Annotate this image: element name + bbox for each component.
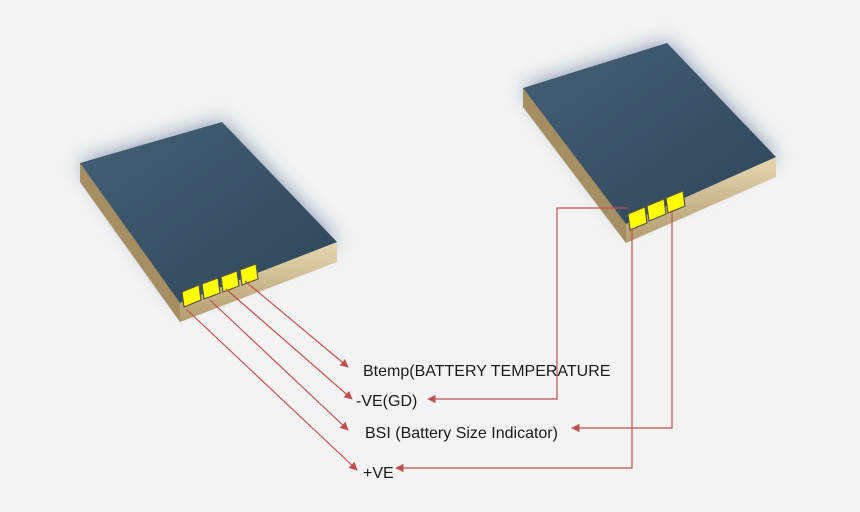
leader-btemp (244, 280, 349, 368)
leader-right-neg (427, 207, 628, 404)
battery-left-contacts (181, 263, 259, 308)
label-btemp: Btemp(BATTERY TEMPERATURE (363, 363, 610, 380)
battery-left-side-front (180, 242, 337, 322)
battery-left-side-left (80, 163, 180, 322)
contact-pad (201, 277, 221, 300)
contact-pad (239, 263, 259, 286)
contact-pad (665, 190, 686, 214)
contact-pad (181, 284, 202, 308)
contact-pad (627, 206, 648, 231)
contact-pad (646, 198, 667, 222)
contact-pad (220, 270, 240, 293)
battery-right (523, 43, 776, 243)
label-bsi: BSI (Battery Size Indicator) (365, 425, 558, 442)
label-neg: -VE(GD) (356, 393, 417, 410)
battery-right-top (523, 43, 776, 224)
battery-right-contacts (627, 190, 686, 231)
battery-left-top (80, 122, 337, 303)
leader-right-bsi (571, 210, 673, 433)
leader-pos (185, 308, 358, 471)
leader-neg (225, 288, 353, 400)
battery-right-side-front (626, 157, 776, 243)
leader-right-pos (395, 228, 633, 473)
battery-left (80, 122, 337, 322)
label-pos: +VE (363, 465, 394, 482)
left-leader-lines (185, 280, 358, 471)
battery-right-side-left (523, 88, 626, 243)
right-leader-lines (395, 207, 673, 473)
leader-bsi (209, 299, 349, 431)
